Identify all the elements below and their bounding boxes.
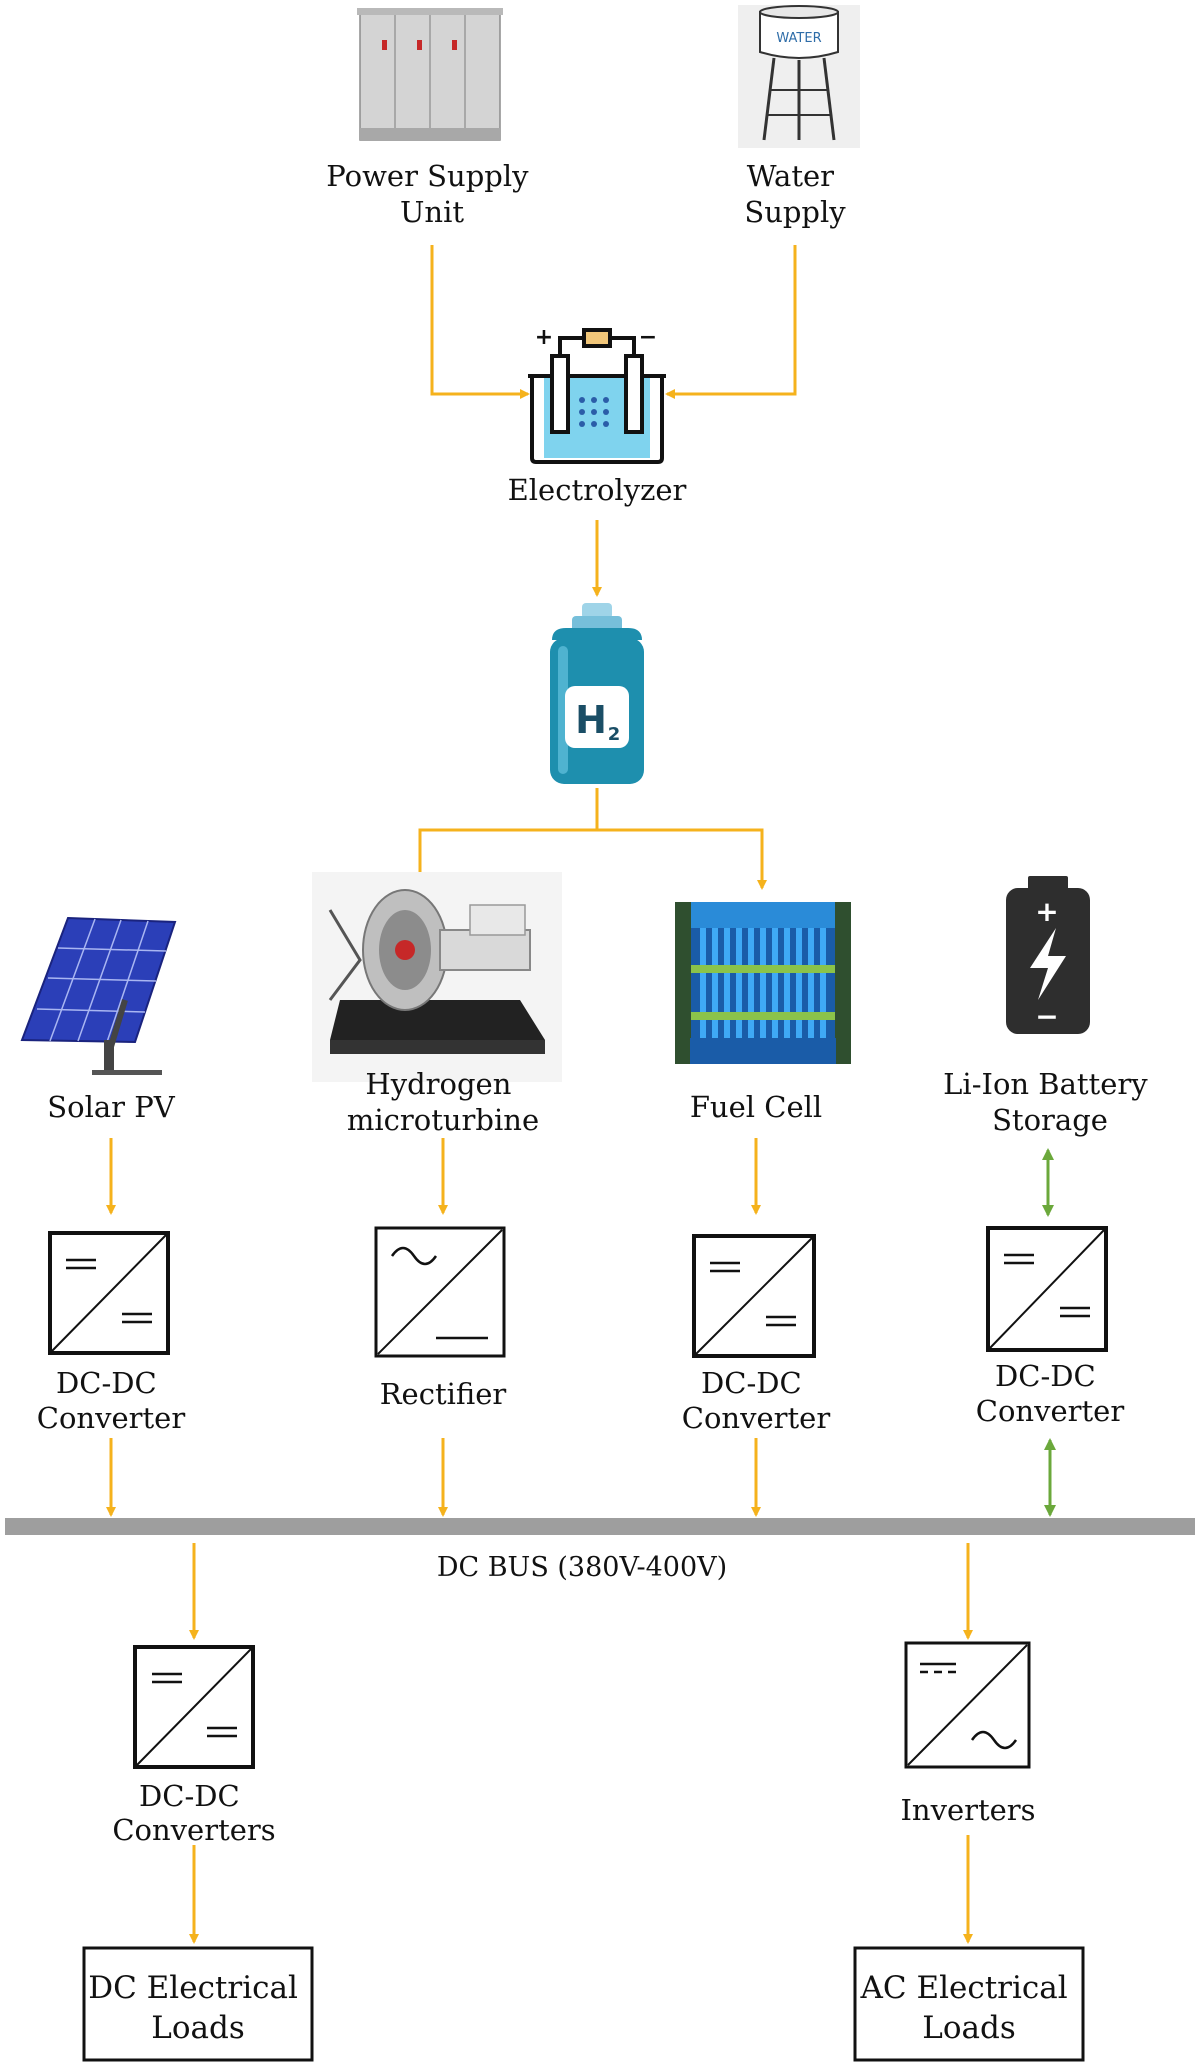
water-supply-label: Water Supply xyxy=(744,159,846,229)
microturbine-label: Hydrogen microturbine xyxy=(347,1067,539,1137)
battery-label: Li-Ion Battery Storage xyxy=(943,1067,1157,1137)
rectifier xyxy=(374,1226,506,1358)
water-tower-icon: WATER xyxy=(738,5,860,148)
battery-plus: + xyxy=(1035,895,1058,928)
svg-text:AC Electrical Loads: AC Electrical Loads xyxy=(859,1970,1077,2046)
arrow-power-to-electrolyzer xyxy=(430,245,530,399)
battery-minus: − xyxy=(1035,1000,1058,1033)
svg-text:DC Electrical Loads: DC Electrical Loads xyxy=(88,1970,308,2046)
fuel-cell-stack-icon xyxy=(675,902,851,1064)
load-converter-label: DC-DC Converters xyxy=(112,1779,275,1847)
flow-arrows xyxy=(106,245,973,1944)
solar-pv-label: Solar PV xyxy=(47,1090,175,1124)
rectifier-label: Rectifier xyxy=(380,1377,507,1411)
battery-icon xyxy=(1006,876,1090,1034)
water-tower-text: WATER xyxy=(776,31,821,46)
electrolyzer-label: Electrolyzer xyxy=(508,473,687,507)
microturbine-icon xyxy=(312,872,562,1082)
solar-dc-dc-converter xyxy=(48,1231,170,1355)
power-cabinet-icon xyxy=(357,8,503,141)
electrolyzer-icon xyxy=(528,328,666,464)
electrolyzer-minus: − xyxy=(639,325,657,350)
hydrogen-cylinder-icon xyxy=(550,603,644,784)
hydrogen-subscript: 2 xyxy=(608,724,621,745)
electrolyzer-plus: + xyxy=(535,325,553,350)
battery-dc-dc-converter xyxy=(986,1226,1108,1352)
solar-panel-icon xyxy=(20,916,177,1075)
fuel-cell-converter-label: DC-DC Converter xyxy=(682,1366,831,1435)
dc-electrical-loads: DC Electrical Loads xyxy=(82,1946,314,2062)
arrow-water-to-electrolyzer xyxy=(665,245,797,399)
bidirectional-arrows xyxy=(1042,1148,1056,1517)
power-supply-label: Power Supply Unit xyxy=(326,159,537,229)
fuel-cell-dc-dc-converter xyxy=(692,1234,816,1358)
ac-electrical-loads: AC Electrical Loads xyxy=(853,1946,1085,2062)
load-dc-dc-converter xyxy=(133,1645,255,1769)
hydrogen-symbol: H xyxy=(575,698,607,742)
solar-converter-label: DC-DC Converter xyxy=(37,1366,186,1435)
fuel-cell-label: Fuel Cell xyxy=(690,1090,822,1124)
inverter-label: Inverters xyxy=(900,1793,1035,1827)
arrow-tank-to-fuel-cell xyxy=(597,828,767,890)
battery-converter-label: DC-DC Converter xyxy=(976,1359,1125,1428)
inverter xyxy=(904,1641,1031,1769)
dc-bus xyxy=(5,1518,1195,1535)
dc-bus-label: DC BUS (380V-400V) xyxy=(437,1552,727,1583)
arrow-tank-to-microturbine xyxy=(415,828,597,890)
